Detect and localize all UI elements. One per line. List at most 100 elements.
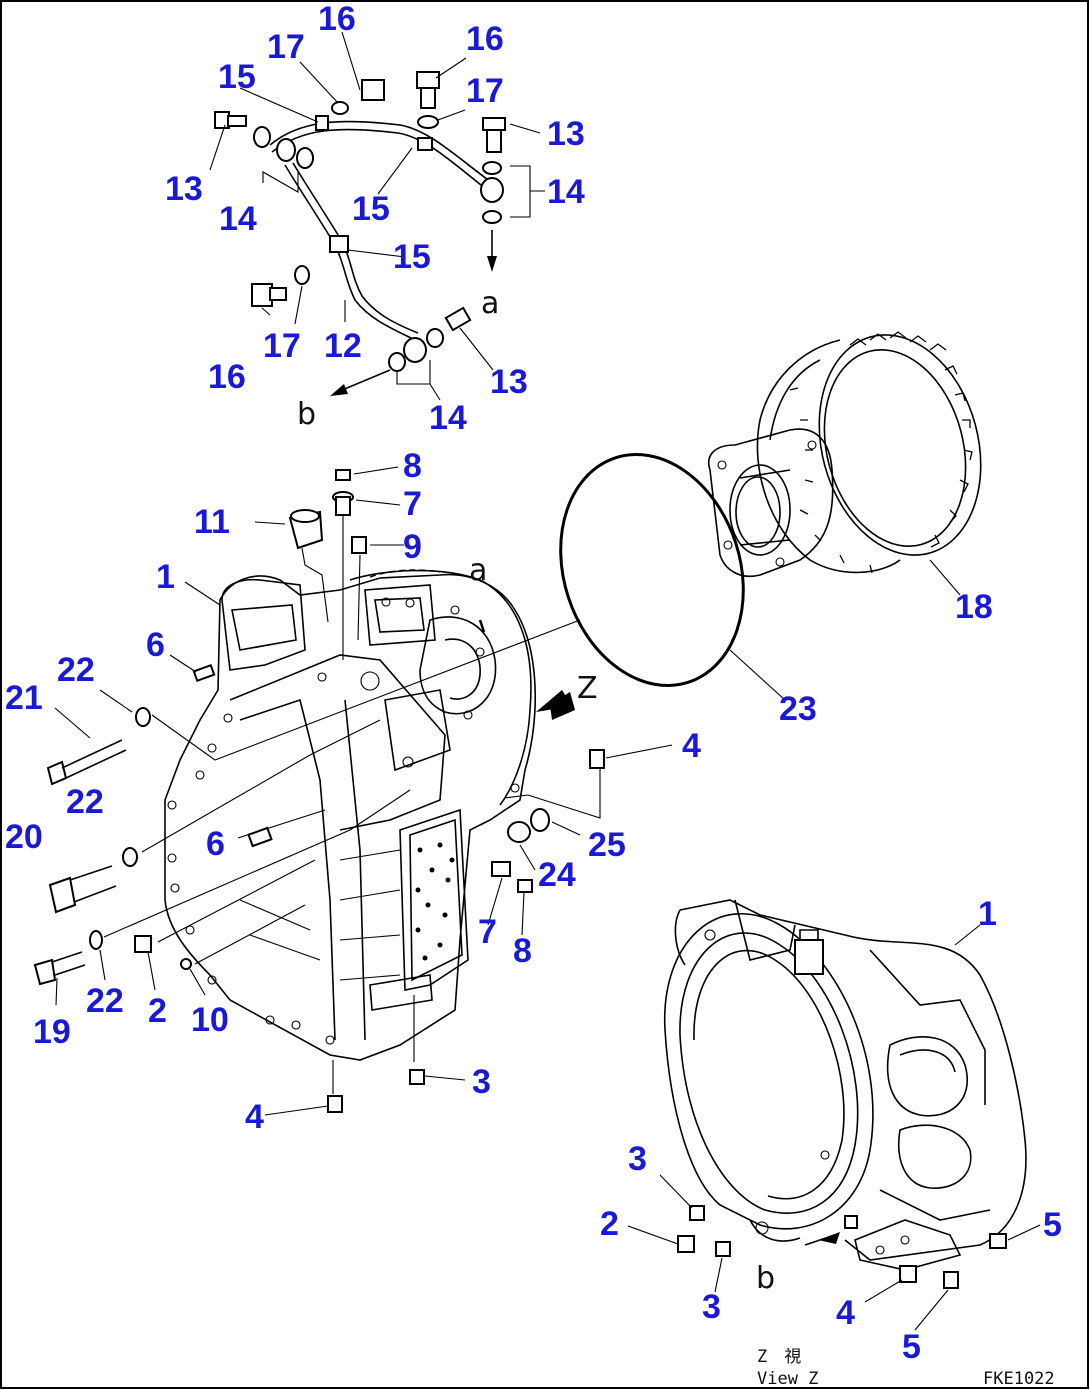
bolt-16-b	[416, 71, 440, 89]
banjo-left	[276, 138, 296, 162]
transmission-case-1	[164, 569, 537, 1061]
callout: 14	[219, 200, 257, 238]
clamp-15-c	[329, 235, 349, 253]
bolt-13-right	[482, 117, 506, 131]
callout: 11	[194, 503, 230, 541]
plug-2-z	[677, 1235, 695, 1253]
callout-labels: 16 17 15 16 17 13 13 14 14 15 15 16 17 1…	[5, 0, 1062, 1366]
plug-8-lower	[517, 879, 533, 893]
plug-5-z-right	[989, 1233, 1007, 1249]
washer-22-c	[89, 930, 103, 950]
fitting-7-lower	[491, 861, 511, 877]
callout: 3	[702, 1288, 721, 1326]
callout: 7	[478, 913, 497, 951]
bolt-19	[33, 958, 57, 986]
clamp-15-b	[417, 137, 433, 151]
callout: 3	[628, 1140, 647, 1178]
callout: 5	[1043, 1206, 1062, 1244]
plug-4-right	[589, 749, 605, 769]
sensor-boss	[794, 939, 824, 975]
callout: 22	[66, 783, 104, 821]
plug-6-upper	[192, 663, 216, 683]
callout: 4	[245, 1098, 264, 1136]
bolt-21	[46, 760, 68, 786]
leader-lines-bottom	[627, 924, 1041, 1331]
bolt-13-bottom	[444, 306, 472, 332]
callout: 2	[148, 992, 167, 1030]
callout: 15	[352, 190, 390, 228]
washer-14-bottom	[388, 352, 406, 372]
washer-14-right-top	[482, 161, 502, 175]
washer-17-b	[417, 115, 439, 129]
callout: 24	[538, 856, 576, 894]
callout: 13	[547, 115, 585, 153]
callout: 3	[472, 1063, 491, 1101]
callout: 22	[86, 982, 124, 1020]
ref-a-top: a	[481, 286, 499, 321]
bolt-13-left	[214, 111, 230, 129]
clamp-15-a	[315, 115, 329, 131]
callout: 5	[902, 1328, 921, 1366]
callout: 16	[208, 358, 246, 396]
torque-converter-18	[708, 331, 982, 596]
callout: 17	[267, 28, 305, 66]
plug-2-left	[134, 935, 152, 953]
ref-z-arrow: Z	[577, 671, 598, 706]
washer-17-a	[331, 101, 349, 115]
pipe-12-lower	[284, 164, 416, 341]
ref-b-top: b	[297, 397, 316, 432]
case-small-parts	[33, 469, 605, 1113]
callout: 22	[57, 651, 95, 689]
view-label-en: View Z	[757, 1369, 818, 1389]
callout: 16	[318, 0, 356, 38]
bolt-16-a	[361, 79, 385, 101]
ref-a-mid: a	[469, 553, 487, 588]
callout: 15	[218, 58, 256, 96]
bolt-20	[48, 876, 77, 914]
callout: 9	[403, 528, 422, 566]
callout: 6	[206, 825, 225, 863]
plug-4-z	[899, 1265, 917, 1283]
nut-24	[507, 821, 531, 843]
leader-lines-top	[209, 31, 545, 401]
callout: 14	[547, 173, 585, 211]
callout: 23	[779, 690, 817, 728]
oil-pipe-assembly	[214, 71, 506, 396]
reference-letters: a b a Z b	[297, 286, 775, 1296]
callout: 21	[5, 679, 43, 717]
callout: 18	[955, 588, 993, 626]
callout: 4	[836, 1294, 855, 1332]
view-label-jp: Z 視	[757, 1347, 801, 1367]
washer-14-left	[253, 126, 271, 148]
callout: 7	[403, 485, 422, 523]
plug-10	[180, 958, 192, 970]
callout: 19	[33, 1013, 71, 1051]
washer-22-b	[122, 847, 138, 867]
callout: 20	[5, 818, 43, 856]
plug-9	[351, 536, 367, 554]
washer-22-a	[135, 707, 151, 727]
banjo-bottom	[403, 337, 427, 363]
leader-lines-mid	[54, 466, 673, 1116]
plug-3-z-bottom	[715, 1241, 731, 1257]
callout: 17	[466, 72, 504, 110]
pipe-12-upper	[269, 120, 496, 186]
callout: 13	[165, 170, 203, 208]
callout: 14	[429, 399, 467, 437]
banjo-right	[480, 177, 504, 203]
view-z-case	[664, 899, 1027, 1289]
callout: 13	[490, 363, 528, 401]
callout: 8	[513, 932, 532, 970]
callout: 15	[393, 238, 431, 276]
plug-5-z-bottom	[943, 1271, 959, 1289]
o-ring-23	[559, 453, 745, 687]
washer-25	[530, 808, 550, 832]
callout: 12	[324, 327, 362, 365]
plug-4-bottom	[327, 1095, 343, 1113]
plug-3-bottom	[409, 1069, 425, 1085]
callout: 8	[403, 447, 422, 485]
callout: 17	[263, 327, 301, 365]
callout: 10	[191, 1001, 229, 1039]
